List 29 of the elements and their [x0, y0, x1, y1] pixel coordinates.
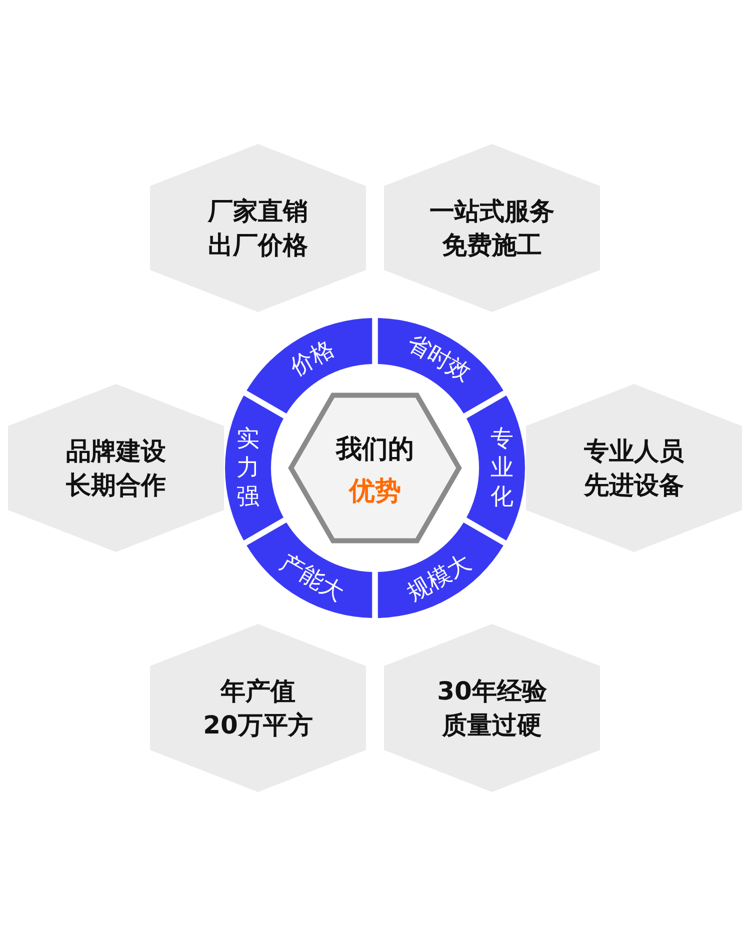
ring-segment [375, 520, 505, 618]
feature-text: 一站式服务 [430, 195, 554, 228]
ring-segment [245, 520, 375, 618]
feature-text: 先进设备 [584, 469, 684, 501]
feature-text: 质量过硬 [440, 709, 543, 741]
hexagon-card [8, 384, 224, 552]
feature-text: 30年经验 [437, 675, 547, 708]
ring-segment [375, 318, 505, 416]
feature-text: 长期合作 [66, 469, 166, 501]
feature-text: 品牌建设 [66, 435, 166, 468]
feature-text: 免费施工 [441, 229, 543, 261]
center-highlight: 优势 [349, 476, 401, 508]
ring-segment [245, 318, 375, 416]
feature-text: 厂家直销 [208, 195, 308, 228]
segment-label: 省时效 [400, 328, 476, 389]
feature-text: 出厂价格 [208, 229, 308, 261]
segment-label: 产能大 [274, 548, 349, 609]
hexagon-card [526, 384, 742, 552]
feature-text: 20万平方 [203, 709, 313, 741]
segment-label: 规模大 [401, 548, 476, 609]
segment-label: 实力强 [236, 424, 260, 512]
feature-text: 专业人员 [584, 435, 684, 468]
ring-segment [465, 393, 525, 543]
feature-text: 年产值 [219, 675, 296, 708]
ring-segment [225, 393, 285, 543]
center-hexagon [287, 391, 463, 545]
segment-label: 专业化 [490, 424, 514, 512]
segment-label: 价格 [284, 334, 340, 383]
center-heading: 我们的 [336, 434, 414, 466]
